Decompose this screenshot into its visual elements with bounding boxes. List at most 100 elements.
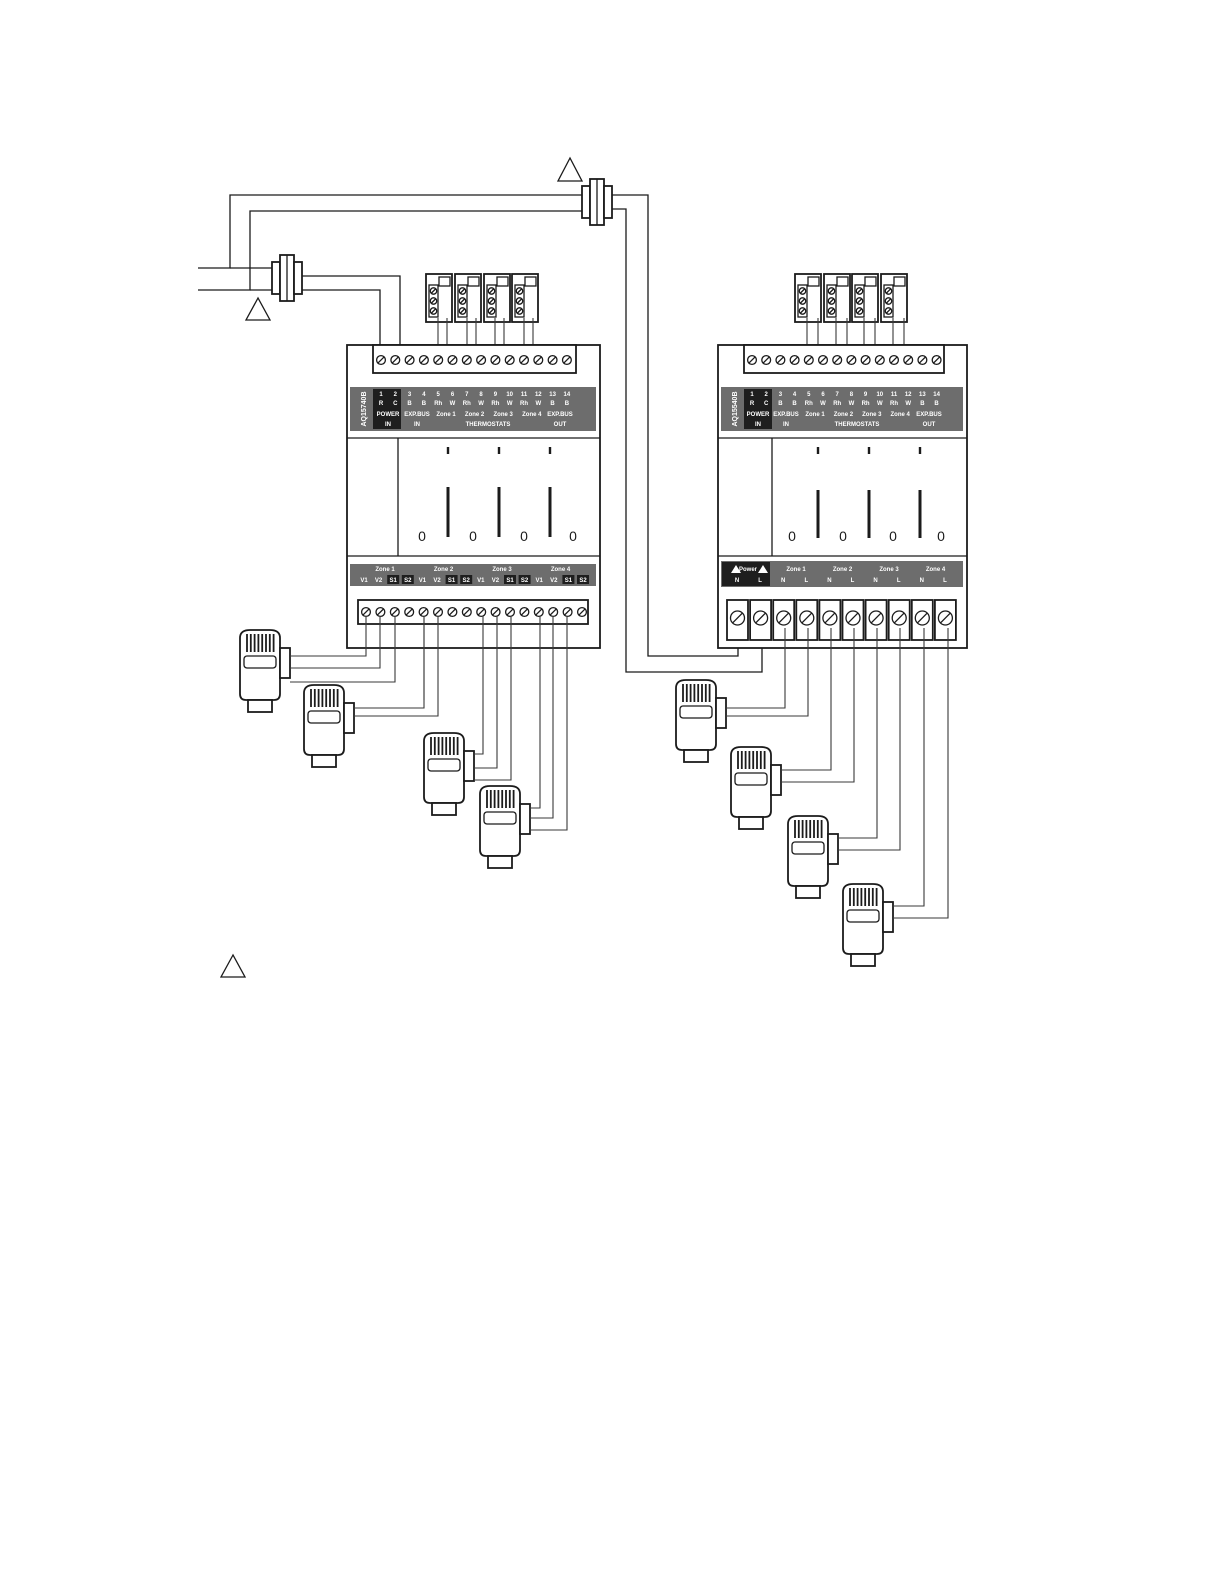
terminal-screw [487, 297, 496, 305]
bottom-terminal-strip [726, 599, 957, 641]
warning-triangle-icon [219, 953, 247, 978]
bus-connector-lower [271, 254, 303, 302]
terminal-screw [487, 307, 496, 315]
zone-label: Zone 4 [891, 412, 911, 418]
terminal-number: 3 [779, 392, 783, 398]
terminal-screw [798, 287, 807, 295]
zone-label: Zone 1 [805, 412, 825, 418]
terminal-screw [752, 610, 769, 626]
module-left: AQ15740B 1R2C3B4B5Rh6W7Rh8W9Rh10W11Rh12W… [346, 273, 601, 649]
divider-bar [497, 487, 501, 537]
terminal-number: 5 [437, 392, 441, 398]
screw-terminal-block [934, 599, 957, 641]
terminal-screw [746, 354, 758, 366]
led-label: 0 [569, 528, 577, 544]
terminal-letter: R [750, 401, 755, 407]
terminal-screw [798, 297, 807, 305]
terminal-screw [458, 287, 467, 295]
terminal-screw [490, 606, 501, 618]
terminal-letter: N [781, 578, 785, 584]
led-label: 0 [788, 528, 796, 544]
zone-label: Zone 2 [434, 567, 454, 573]
terminal-screw [789, 354, 800, 366]
terminal-letter: L [851, 578, 855, 584]
terminal-letter: V1 [477, 578, 485, 584]
led-label: 0 [937, 528, 945, 544]
terminal-number: 10 [506, 392, 513, 398]
terminal-screw [874, 354, 885, 366]
terminal-letter: L [897, 578, 901, 584]
terminal-screw [884, 297, 893, 305]
terminal-number: 1 [750, 392, 754, 398]
terminal-screw [775, 354, 786, 366]
terminal-letter: N [735, 578, 739, 584]
terminal-letter: Rh [833, 401, 841, 407]
terminal-letter: W [535, 401, 541, 407]
terminal-letter: W [820, 401, 826, 407]
power-label: Power [739, 567, 758, 573]
terminal-screw [845, 610, 861, 626]
terminal-screw [404, 354, 415, 366]
top-terminal-strip [375, 354, 572, 366]
terminal-screw [917, 354, 928, 366]
screw-terminal-block [910, 599, 934, 641]
terminal-letter: V2 [433, 578, 441, 584]
terminal-letter: N [873, 578, 877, 584]
terminal-screw [817, 354, 829, 366]
terminal-screw [533, 606, 544, 618]
expbus-out-label: OUT [923, 422, 936, 428]
terminal-letter: B [934, 401, 939, 407]
terminal-screw [418, 354, 429, 366]
module-right: AQ15540B 1R2C3B4B5Rh6W7Rh8W9Rh10W11Rh12W… [717, 273, 968, 649]
expbus-in-label: EXP.BUS [773, 412, 799, 418]
terminal-screw [404, 606, 415, 618]
terminal-number: 6 [821, 392, 825, 398]
terminal-letter: V1 [360, 578, 368, 584]
terminal-letter: S1 [506, 578, 514, 584]
terminal-screw [504, 354, 515, 366]
thermostat-block [425, 273, 453, 323]
terminal-screw [476, 606, 487, 618]
zone-label: Zone 3 [879, 567, 899, 573]
expbus-in-label: EXP.BUS [404, 412, 430, 418]
led-label: 0 [889, 528, 897, 544]
terminal-number: 4 [793, 392, 797, 398]
terminal-screw [729, 610, 746, 626]
terminal-letter: B [778, 401, 783, 407]
led-indicator [548, 447, 552, 454]
screw-terminal-block [841, 599, 865, 641]
zone-label: Zone 2 [833, 567, 853, 573]
divider-bar [548, 487, 552, 537]
model-label: AQ15740B [361, 391, 368, 426]
terminal-letter: V1 [536, 578, 544, 584]
thermostat-connectors [794, 273, 908, 352]
led-indicator [918, 447, 922, 454]
power-in-label: IN [385, 422, 391, 428]
thermostats-label: THERMOSTATS [835, 422, 880, 428]
terminal-letter: W [478, 401, 484, 407]
terminal-screw [519, 606, 530, 618]
zone-label: Zone 1 [375, 567, 395, 573]
terminal-screw [832, 354, 843, 366]
power-in-label: POWER [747, 412, 770, 418]
terminal-number: 12 [535, 392, 542, 398]
terminal-letter: W [905, 401, 911, 407]
terminal-screw [547, 354, 558, 366]
terminal-screw [855, 297, 864, 305]
warning-triangle-icon [244, 296, 272, 321]
terminal-screw [868, 610, 884, 626]
terminal-number: 4 [422, 392, 426, 398]
terminal-screw [891, 610, 907, 626]
terminal-screw [375, 354, 387, 366]
terminal-screw [429, 287, 438, 295]
terminal-number: 14 [564, 392, 571, 398]
terminal-number: 2 [394, 392, 398, 398]
terminal-letter: L [943, 578, 947, 584]
terminal-screw [827, 297, 836, 305]
power-in-label: IN [755, 422, 761, 428]
zone-label: Zone 1 [436, 412, 456, 418]
zone-label: Zone 2 [834, 412, 854, 418]
expbus-out-label: EXP.BUS [916, 412, 942, 418]
